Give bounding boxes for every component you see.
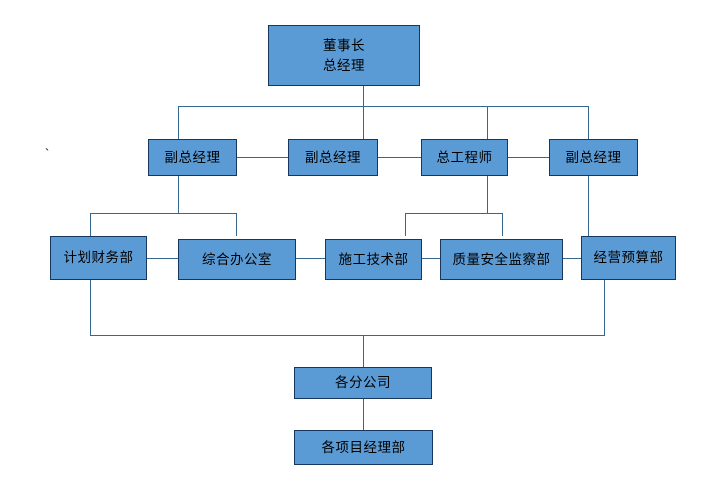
- connector-deputy-gm-3-down: [588, 176, 590, 236]
- connector-drop-construction-tech: [405, 213, 407, 236]
- connector-row2-bus: [178, 106, 588, 108]
- node-quality-safety-dept[interactable]: 质量安全监察部: [440, 239, 563, 280]
- node-finance-dept[interactable]: 计划财务部: [50, 236, 147, 280]
- connector-deputy-gm-1-down: [178, 176, 180, 213]
- node-chief-engineer-label: 总工程师: [436, 149, 493, 165]
- stray-tick-mark: `: [45, 146, 50, 161]
- connector-peer-link-row3-c: [422, 258, 440, 260]
- node-project-depts[interactable]: 各项目经理部: [294, 430, 433, 465]
- node-chairman-line2: 总经理: [323, 57, 365, 73]
- node-chief-engineer[interactable]: 总工程师: [421, 139, 508, 176]
- connector-peer-link-row3-a: [147, 258, 178, 260]
- node-budget-dept-label: 经营预算部: [593, 250, 664, 266]
- node-branch-companies[interactable]: 各分公司: [294, 367, 432, 399]
- connector-branch-to-projects: [363, 399, 365, 430]
- connector-drop-quality-safety: [502, 213, 504, 236]
- connector-row3-bus-right: [405, 213, 503, 215]
- connector-drop-deputy-gm-3: [588, 106, 590, 139]
- connector-drop-general-office: [236, 213, 238, 236]
- connector-peer-link-row3-b: [296, 258, 325, 260]
- connector-finance-dept-down: [90, 280, 92, 335]
- node-quality-safety-dept-label: 质量安全监察部: [452, 251, 551, 267]
- node-construction-tech-dept[interactable]: 施工技术部: [325, 239, 422, 280]
- node-chairman-line1: 董事长: [323, 37, 365, 53]
- node-deputy-gm-1-label: 副总经理: [164, 149, 221, 165]
- node-chairman[interactable]: 董事长 总经理: [268, 25, 420, 86]
- connector-drop-deputy-gm-2: [363, 106, 365, 139]
- connector-drop-finance-dept: [90, 213, 92, 236]
- node-project-depts-label: 各项目经理部: [321, 439, 406, 455]
- node-deputy-gm-2-label: 副总经理: [305, 149, 361, 165]
- connector-chairman-down: [363, 86, 365, 106]
- node-branch-companies-label: 各分公司: [335, 375, 391, 391]
- node-budget-dept[interactable]: 经营预算部: [581, 236, 676, 280]
- node-deputy-gm-3[interactable]: 副总经理: [549, 139, 638, 176]
- connector-peer-link-row2-c: [508, 157, 549, 159]
- node-deputy-gm-3-label: 副总经理: [565, 149, 622, 165]
- connector-drop-deputy-gm-1: [178, 106, 180, 139]
- node-deputy-gm-2[interactable]: 副总经理: [288, 139, 378, 176]
- connector-drop-branch-companies: [363, 335, 365, 367]
- node-finance-dept-label: 计划财务部: [63, 250, 134, 266]
- node-general-office-label: 综合办公室: [202, 251, 272, 267]
- connector-budget-dept-down: [604, 280, 606, 335]
- connector-row3-bus-left: [90, 213, 237, 215]
- node-deputy-gm-1[interactable]: 副总经理: [148, 139, 237, 176]
- node-construction-tech-dept-label: 施工技术部: [338, 251, 409, 267]
- node-general-office[interactable]: 综合办公室: [178, 239, 296, 280]
- connector-drop-chief-engineer: [487, 106, 489, 139]
- connector-chief-engineer-down: [487, 176, 489, 213]
- connector-peer-link-row2-b: [378, 157, 421, 159]
- connector-peer-link-row2-a: [237, 157, 288, 159]
- connector-peer-link-row3-d: [563, 258, 581, 260]
- connector-bottom-bus: [90, 335, 605, 337]
